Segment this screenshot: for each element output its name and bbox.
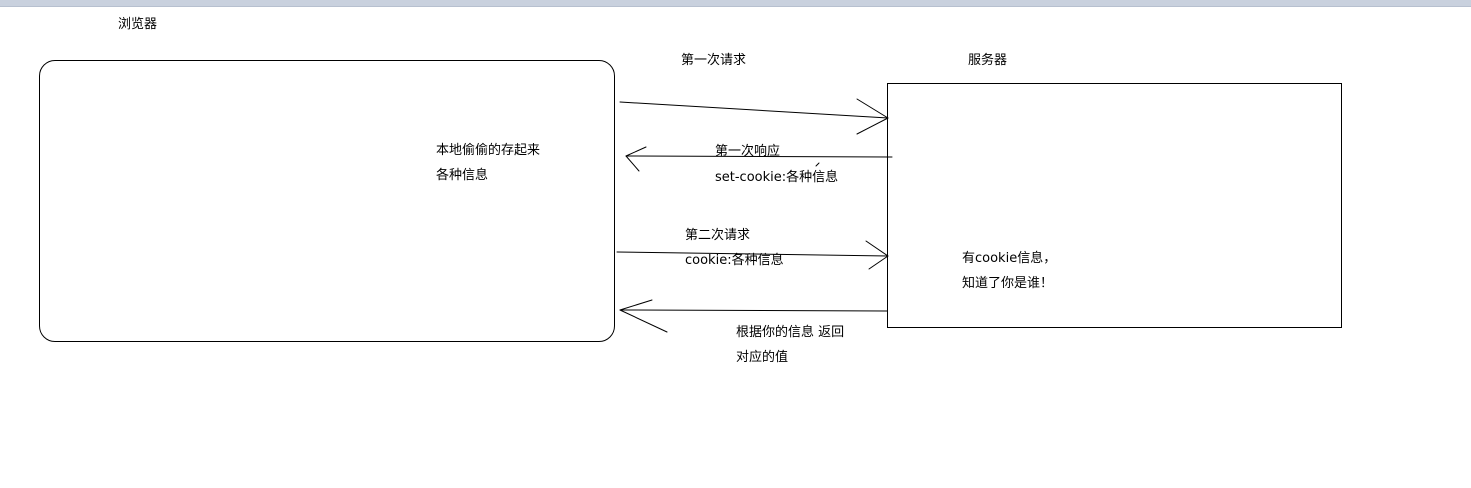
second-request-arrow bbox=[616, 240, 889, 270]
second-response-line2: 对应的值 bbox=[736, 350, 789, 365]
server-note-line1: 有cookie信息， bbox=[962, 251, 1057, 266]
first-request-label: 第一次请求 bbox=[681, 53, 747, 68]
browser-note-line1: 本地偷偷的存起来 bbox=[436, 143, 541, 158]
first-response-arrow bbox=[625, 146, 893, 172]
window-top-strip bbox=[0, 0, 1471, 7]
browser-title: 浏览器 bbox=[118, 17, 158, 32]
first-response-label: 第一次响应 bbox=[715, 144, 781, 159]
first-request-arrow bbox=[619, 98, 889, 135]
browser-note-line2: 各种信息 bbox=[436, 168, 489, 183]
cookie-header-label: cookie:各种信息 bbox=[685, 253, 784, 268]
server-title: 服务器 bbox=[968, 53, 1008, 68]
set-cookie-label: set-cookie:各种信息 bbox=[715, 170, 839, 185]
server-note-line2: 知道了你是谁！ bbox=[962, 276, 1054, 291]
browser-box bbox=[39, 60, 615, 342]
second-response-arrow bbox=[619, 299, 888, 333]
server-box bbox=[887, 83, 1342, 328]
second-request-label: 第二次请求 bbox=[685, 228, 751, 243]
second-response-line1: 根据你的信息 返回 bbox=[736, 325, 845, 340]
